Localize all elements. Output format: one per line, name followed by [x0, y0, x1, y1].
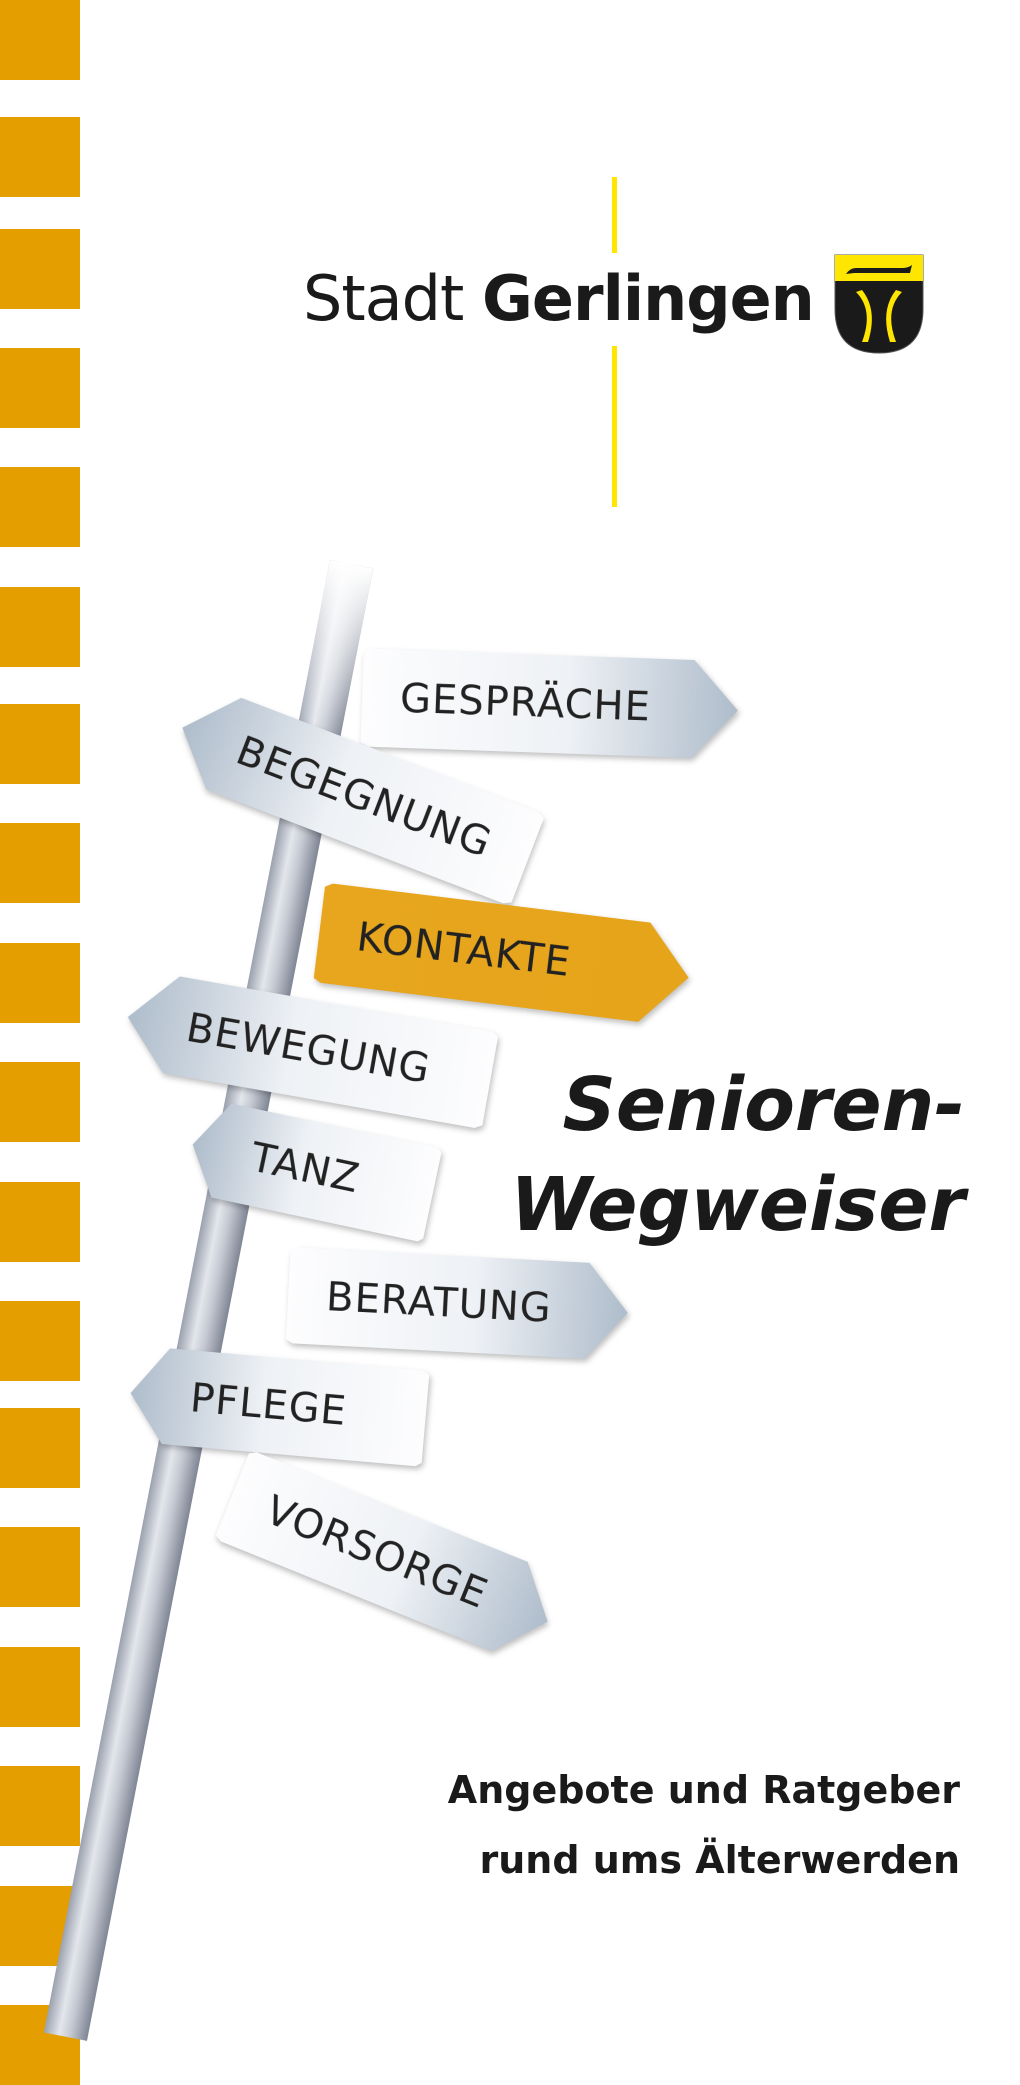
sign-vorsorge: VORSORGE — [214, 1450, 565, 1666]
coat-of-arms-icon — [834, 254, 924, 354]
subtitle-line-2: rund ums Älterwerden — [479, 1838, 960, 1882]
brand-light: Stadt — [303, 262, 464, 335]
brand-bold: Gerlingen — [482, 262, 815, 335]
sign-gespraeche: GESPRÄCHE — [360, 648, 739, 759]
stripe-square — [0, 587, 80, 667]
stripe-square — [0, 943, 80, 1023]
stripe-square — [0, 1182, 80, 1262]
stripe-square — [0, 229, 80, 309]
sign-beratung: BERATUNG — [286, 1247, 631, 1361]
stripe-square — [0, 1408, 80, 1488]
stripe-square — [0, 1527, 80, 1607]
sign-label: KONTAKTE — [313, 883, 694, 1028]
sign-kontakte: KONTAKTE — [313, 883, 694, 1028]
stripe-square — [0, 704, 80, 784]
sign-label: VORSORGE — [214, 1450, 565, 1666]
divider-line-bottom — [612, 346, 617, 507]
divider-line-top — [612, 177, 617, 253]
title-line-2: Wegweiser — [510, 1162, 965, 1248]
brochure-title: Senioren- Wegweiser — [510, 1055, 965, 1255]
stripe-square — [0, 1647, 80, 1727]
brochure-subtitle: Angebote und Ratgeber rund ums Älterwerd… — [448, 1755, 960, 1895]
stripe-square — [0, 467, 80, 547]
city-logo-text: Stadt Gerlingen — [303, 262, 815, 335]
subtitle-line-1: Angebote und Ratgeber — [447, 1768, 960, 1812]
stripe-square — [0, 0, 80, 80]
stripe-square — [0, 1062, 80, 1142]
stripe-square — [0, 117, 80, 197]
stripe-square — [0, 348, 80, 428]
sign-label: GESPRÄCHE — [360, 648, 739, 759]
title-line-1: Senioren- — [562, 1062, 965, 1148]
sign-label: BERATUNG — [286, 1247, 631, 1361]
stripe-square — [0, 1766, 80, 1846]
stripe-square — [0, 1301, 80, 1381]
stripe-square — [0, 823, 80, 903]
